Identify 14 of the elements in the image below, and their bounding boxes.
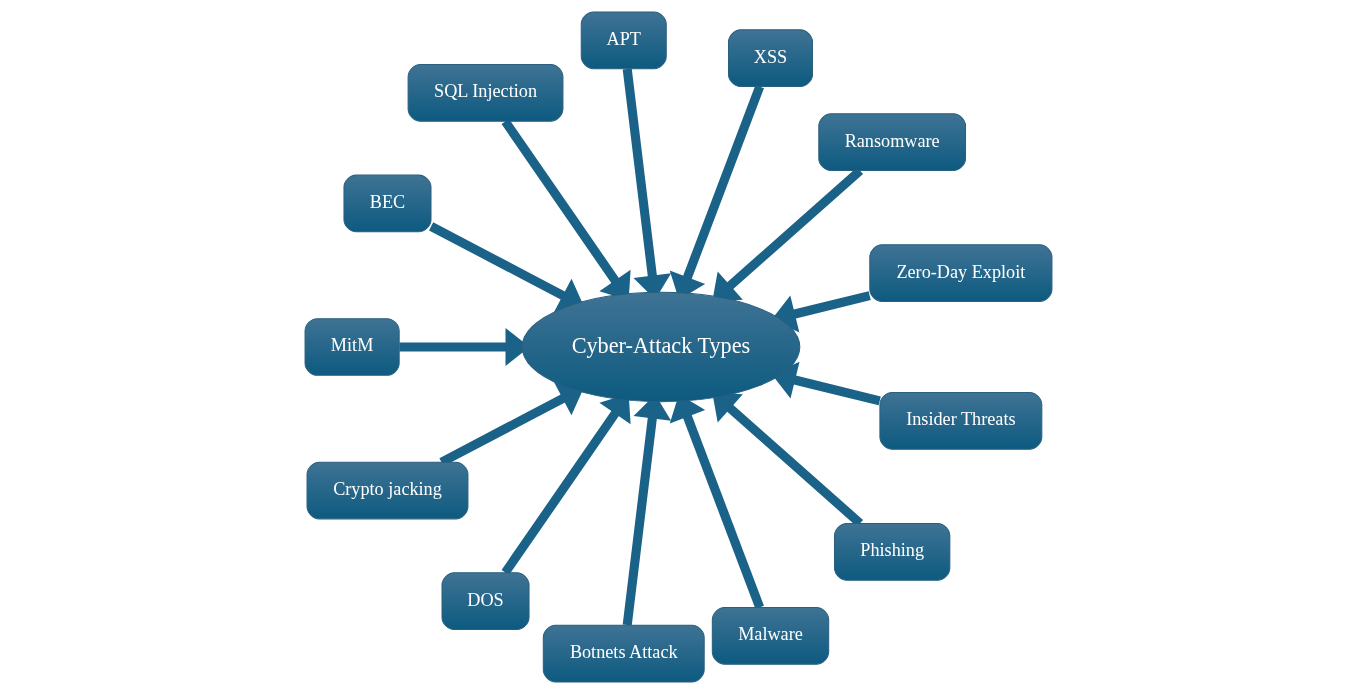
node-box: Malware bbox=[711, 606, 829, 665]
arrow bbox=[428, 222, 584, 313]
node-box: SQL Injection bbox=[407, 63, 563, 122]
node-box: Phishing bbox=[833, 522, 950, 581]
node-box: Ransomware bbox=[817, 113, 966, 172]
node-box: Zero-Day Exploit bbox=[868, 244, 1052, 302]
node-box: Crypto jacking bbox=[306, 461, 468, 520]
node-box: Botnets Attack bbox=[542, 624, 705, 683]
node-box: MitM bbox=[304, 318, 400, 376]
node-box: DOS bbox=[441, 572, 530, 631]
node-box: Insider Threats bbox=[878, 392, 1042, 450]
node-box: BEC bbox=[342, 174, 431, 233]
node-box: XSS bbox=[727, 29, 813, 88]
node-box: APT bbox=[580, 11, 667, 70]
